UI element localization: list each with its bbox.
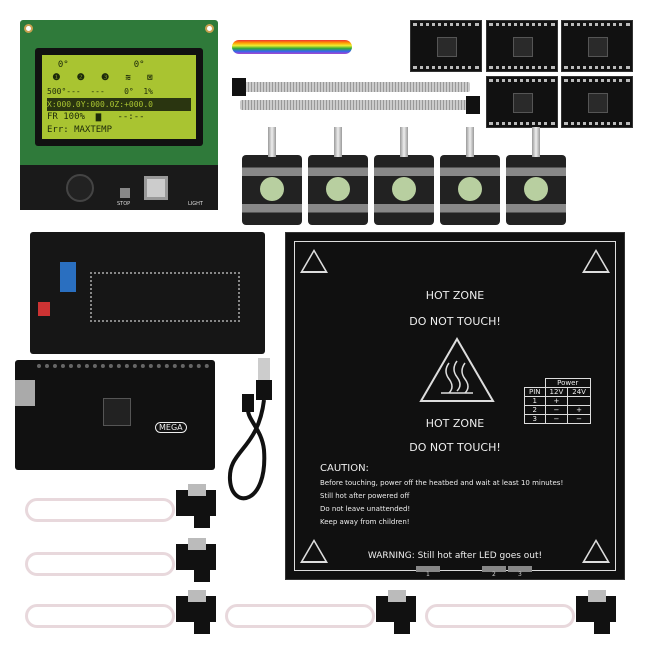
ramps-shield xyxy=(30,232,265,354)
solder-pad xyxy=(416,566,440,572)
endstop-switch xyxy=(225,590,420,640)
caution-title: CAUTION: xyxy=(320,463,369,474)
do-not-touch-text: DO NOT TOUCH! xyxy=(409,441,501,454)
ribbon-cable xyxy=(240,100,470,110)
stepper-motor xyxy=(440,127,500,225)
table-header: PIN xyxy=(524,387,546,397)
arduino-mega-board: MEGA xyxy=(15,360,215,470)
lcd-coordinates: X:000.0Y:000.0Z:+000.0 xyxy=(47,98,191,111)
pin-label: 2 xyxy=(492,571,496,578)
stop-label: STOP xyxy=(117,201,131,207)
do-not-touch-text: DO NOT TOUCH! xyxy=(409,315,501,328)
table-cell: − xyxy=(567,414,591,424)
hot-zone-text: HOT ZONE xyxy=(425,289,485,302)
solder-pad xyxy=(508,566,532,572)
caution-line: Keep away from children! xyxy=(320,518,410,526)
caution-line: Do not leave unattended! xyxy=(320,505,411,513)
pin-label: 3 xyxy=(518,571,522,578)
table-header: 12V xyxy=(544,387,569,397)
driver-sockets xyxy=(90,272,240,322)
ribbon-cable xyxy=(240,82,470,92)
table-cell: − xyxy=(544,405,569,415)
mount-hole xyxy=(205,24,214,33)
stepper-driver xyxy=(486,76,558,128)
hot-surface-icon xyxy=(300,249,328,273)
stepper-driver xyxy=(561,20,633,72)
mount-hole xyxy=(24,24,33,33)
usb-b-port xyxy=(15,380,35,406)
usb-cable xyxy=(227,358,272,501)
stop-button[interactable] xyxy=(120,188,130,198)
light-label: LIGHT xyxy=(188,201,203,207)
pin-label: 1 xyxy=(426,571,430,578)
table-header: 24V xyxy=(567,387,591,397)
endstop-switch xyxy=(425,590,620,640)
endstop-switch xyxy=(25,484,220,534)
hot-surface-icon xyxy=(582,539,610,563)
table-cell: 1 xyxy=(524,396,546,406)
warning-text: WARNING: Still hot after LED goes out! xyxy=(367,551,543,561)
lcd-error: Err: MAXTEMP xyxy=(47,125,113,135)
ribbon-connector xyxy=(232,78,246,96)
buzzer xyxy=(66,174,94,202)
stepper-driver xyxy=(561,76,633,128)
table-cell xyxy=(567,396,591,406)
terminal-block xyxy=(60,262,76,292)
lcd-line-2: ❶ ❷ ❸ ≋ ⊠ xyxy=(47,73,153,83)
hot-surface-icon xyxy=(582,249,610,273)
lcd-control-panel xyxy=(20,165,218,210)
caution-line: Before touching, power off the heatbed a… xyxy=(320,479,564,487)
power-header: Power xyxy=(544,378,591,388)
table-cell: 2 xyxy=(524,405,546,415)
table-cell: + xyxy=(567,405,591,415)
mega-label: MEGA xyxy=(155,422,187,433)
table-cell: + xyxy=(544,396,569,406)
stepper-motor xyxy=(308,127,368,225)
rotary-encoder-knob[interactable] xyxy=(144,176,168,200)
stepper-motor xyxy=(374,127,434,225)
endstop-switch xyxy=(25,590,220,640)
table-cell: − xyxy=(544,414,569,424)
microcontroller-chip xyxy=(103,398,131,426)
stepper-driver xyxy=(410,20,482,72)
lcd-line-5: FR 100% ▆ --:-- xyxy=(47,112,145,122)
fuse xyxy=(38,302,50,316)
dupont-jumper-wires xyxy=(232,40,352,54)
solder-pad xyxy=(482,566,506,572)
hot-surface-icon xyxy=(300,539,328,563)
hot-zone-text: HOT ZONE xyxy=(425,417,485,430)
lcd-line-3: 500°--- --- 0° 1% xyxy=(47,87,153,96)
lcd-line-1: 0° 0° xyxy=(47,60,145,70)
stepper-motor xyxy=(242,127,302,225)
caution-line: Still hot after powered off xyxy=(320,492,410,500)
header-pins xyxy=(37,364,209,370)
stepper-motor xyxy=(506,127,566,225)
endstop-switch xyxy=(25,538,220,588)
stepper-driver xyxy=(486,20,558,72)
lcd-screen: 0° 0° ❶ ❷ ❸ ≋ ⊠ 500°--- --- 0° 1% X:000.… xyxy=(42,55,196,139)
hot-surface-icon xyxy=(419,337,495,402)
ribbon-connector xyxy=(466,96,480,114)
